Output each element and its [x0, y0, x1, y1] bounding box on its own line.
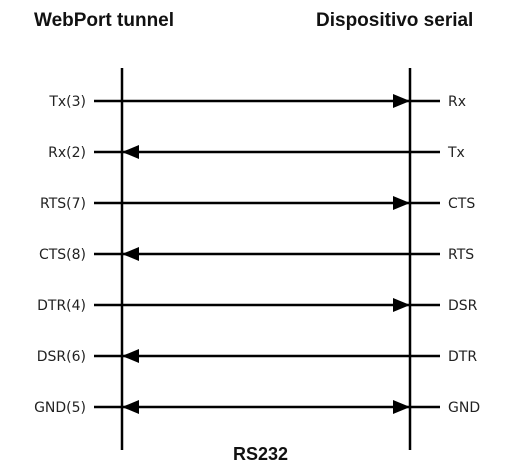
arrowhead-left [122, 349, 139, 363]
right-pin-label: DTR [448, 349, 477, 365]
left-pin-label: Tx(3) [48, 94, 86, 110]
signal-row: DTR(4) DSR [37, 298, 478, 314]
right-pin-label: Rx [448, 94, 466, 110]
left-pin-label: CTS(8) [39, 247, 86, 263]
left-pin-label: RTS(7) [40, 196, 86, 212]
arrowhead-left [122, 247, 139, 261]
left-pin-label: DTR(4) [37, 298, 86, 314]
right-pin-label: CTS [448, 196, 475, 212]
signal-row: DSR(6) DTR [37, 349, 477, 365]
right-pin-label: Tx [447, 145, 465, 161]
right-pin-label: DSR [448, 298, 478, 314]
arrowhead-left [122, 145, 139, 159]
left-pin-label: Rx(2) [48, 145, 86, 161]
arrowhead-right [393, 298, 410, 312]
left-pin-label: GND(5) [34, 400, 86, 416]
signal-row: CTS(8) RTS [39, 247, 474, 263]
right-pin-label: RTS [448, 247, 474, 263]
left-pin-label: DSR(6) [37, 349, 86, 365]
left-device-header: WebPort tunnel [34, 10, 175, 31]
interface-title: RS232 [233, 444, 289, 464]
signal-row: Tx(3) Rx [48, 94, 466, 110]
arrowhead-right [393, 400, 410, 414]
signal-row: Rx(2) Tx [48, 145, 465, 161]
right-device-header: Dispositivo serial [316, 10, 474, 31]
arrowhead-right [393, 196, 410, 210]
right-pin-label: GND [448, 400, 480, 416]
arrowhead-left [122, 400, 139, 414]
arrowhead-right [393, 94, 410, 108]
signal-row: RTS(7) CTS [40, 196, 475, 212]
signal-row: GND(5) GND [34, 400, 480, 416]
